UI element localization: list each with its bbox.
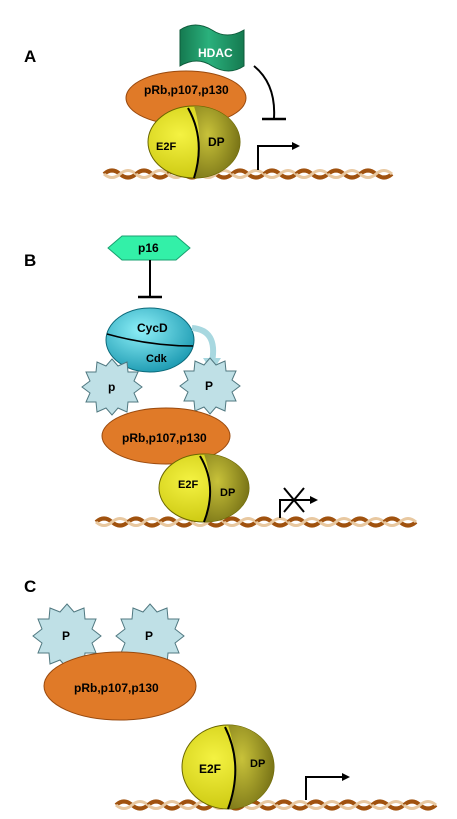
transcription-arrow-icon — [305, 776, 342, 800]
transcription-arrow-head — [342, 773, 350, 781]
dp-half — [204, 454, 249, 522]
panel-a: A HDAC pRb,p107,p130 E2F DP — [24, 24, 394, 180]
dp-label: DP — [250, 758, 265, 770]
dna-strand — [94, 516, 418, 528]
dp-half — [194, 106, 240, 178]
dp-label: DP — [208, 135, 225, 149]
e2f-label: E2F — [178, 479, 198, 491]
prb-complex — [43, 651, 197, 721]
phosphate-label: P — [205, 379, 213, 393]
panel-c: C P P pRb,p107,p130 E2F DP — [24, 577, 438, 811]
phosphate-label: P — [62, 629, 70, 643]
cdk-label: Cdk — [146, 353, 168, 365]
phosphate-starburst-icon — [81, 358, 143, 416]
e2f-dp-divider — [187, 107, 200, 179]
e2f-label: E2F — [199, 762, 221, 776]
phosphate-label: P — [145, 629, 153, 643]
dna-strand — [114, 799, 438, 811]
cycd-cdk-complex — [105, 307, 195, 373]
prb-complex-label: pRb,p107,p130 — [74, 681, 159, 695]
cycd-cdk-divider — [106, 333, 194, 347]
transcription-arrow-icon — [257, 145, 292, 170]
phosphorylation-arrow — [191, 325, 216, 363]
e2f-dp-divider — [199, 455, 212, 523]
e2f-label: E2F — [156, 141, 176, 153]
phosphate-label: p — [108, 380, 115, 394]
panel-label-c: C — [24, 577, 36, 596]
panel-label-a: A — [24, 47, 36, 66]
panel-b: B p16 CycD Cdk p P pRb,p107,p130 — [24, 235, 418, 528]
inhibition-bar-icon — [253, 65, 276, 119]
transcription-arrow-head — [292, 142, 300, 150]
blocked-transcription-icon — [279, 487, 318, 518]
panel-label-b: B — [24, 251, 36, 270]
dp-label: DP — [220, 487, 235, 499]
dna-strand — [102, 168, 394, 180]
prb-complex-label: pRb,p107,p130 — [144, 83, 229, 97]
cycd-label: CycD — [137, 321, 168, 335]
prb-complex-label: pRb,p107,p130 — [122, 431, 207, 445]
prb-complex — [101, 407, 231, 465]
p16-hexagon — [107, 235, 191, 261]
hdac-label: HDAC — [198, 46, 233, 60]
e2f-dp-divider — [224, 726, 237, 810]
p16-label: p16 — [138, 241, 159, 255]
phosphate-starburst-icon — [179, 357, 241, 415]
dp-half — [228, 725, 274, 809]
hdac-flag — [179, 24, 245, 72]
